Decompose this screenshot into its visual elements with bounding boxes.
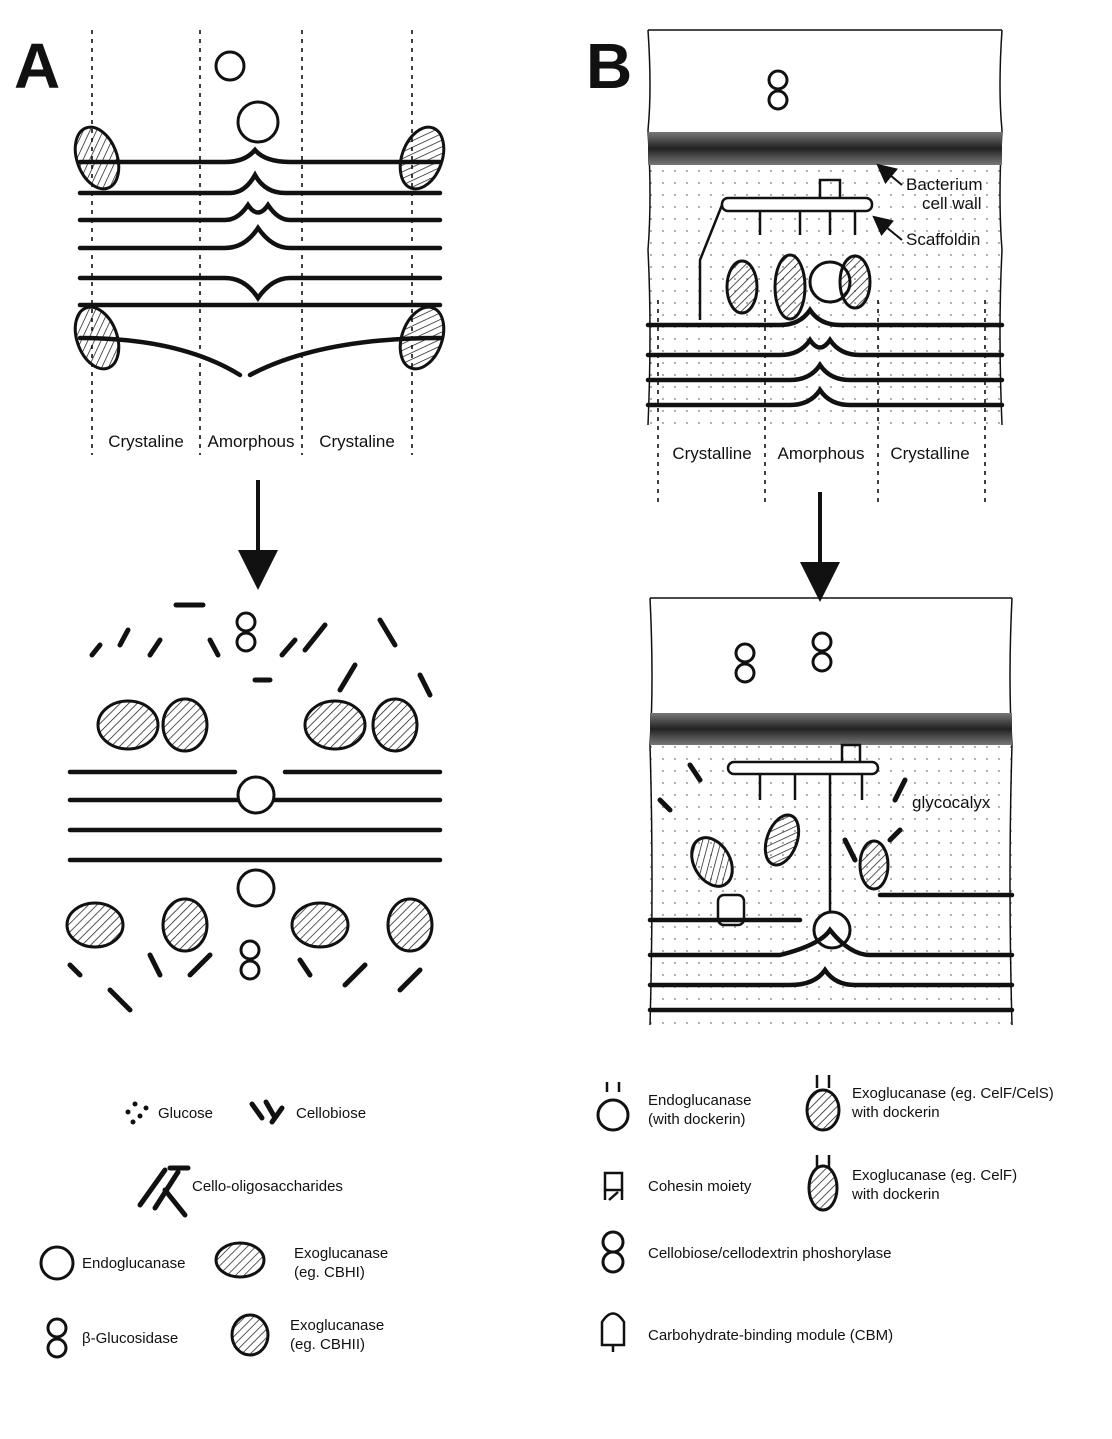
region-label: Crystalline (890, 444, 969, 463)
panel-b-letter: B (586, 30, 632, 102)
exoglucanase-cbhi-icon (216, 1243, 264, 1277)
region-label: Crystaline (108, 432, 184, 451)
exoglucanase-dockerin-icon (860, 841, 888, 889)
panel-a-region-labels: Crystaline Amorphous Crystaline (108, 432, 395, 451)
legend-exo-celf-2: with dockerin (851, 1186, 940, 1203)
legend-phosphorylase: Cellobiose/cellodextrin phoshorylase (648, 1245, 891, 1262)
phosphorylase-icon (769, 71, 787, 89)
exoglucanase-icon (67, 903, 123, 947)
exoglucanase-icon (392, 301, 451, 375)
legend-exo-cbhii-1: Exoglucanase (290, 1317, 384, 1334)
legend-a: Glucose Cellobiose Cello-oligosaccharide… (41, 1102, 388, 1358)
beta-glucosidase-icon (237, 613, 255, 631)
beta-glucosidase-icon (241, 961, 259, 979)
legend-endoglucanase: Endoglucanase (82, 1255, 185, 1272)
beta-glucosidase-icon (241, 941, 259, 959)
legend-exo-cbhi-2: (eg. CBHI) (294, 1264, 365, 1281)
legend-endo-dock-1: Endoglucanase (648, 1092, 751, 1109)
label-cell-wall: cell wall (922, 194, 982, 213)
region-label: Crystalline (672, 444, 751, 463)
phosphorylase-icon (603, 1232, 623, 1272)
legend-beta-glucosidase: β-Glucosidase (82, 1330, 178, 1347)
region-label: Crystaline (319, 432, 395, 451)
panel-b-region-labels: Crystalline Amorphous Crystalline (672, 444, 969, 463)
exoglucanase-icon (163, 899, 207, 951)
beta-glucosidase-icon (48, 1319, 66, 1357)
legend-b: Endoglucanase (with dockerin) Exoglucana… (598, 1075, 1054, 1352)
cello-oligosaccharides-icon (140, 1168, 188, 1215)
exoglucanase-icon (67, 121, 126, 195)
legend-exo-celf-cels-2: with dockerin (851, 1104, 940, 1121)
endoglucanase-icon (238, 870, 274, 906)
phosphorylase-icon (736, 644, 754, 662)
exoglucanase-icon (305, 701, 365, 749)
panel-b-top (648, 30, 1002, 505)
legend-endo-dock-2: (with dockerin) (648, 1111, 746, 1128)
exoglucanase-icon (292, 903, 348, 947)
exoglucanase-icon (392, 121, 451, 195)
phosphorylase-icon (736, 664, 754, 682)
exoglucanase-dockerin-icon (775, 255, 805, 319)
exoglucanase-icon (373, 699, 417, 751)
exoglucanase-dockerin-icon (840, 256, 870, 308)
label-glycocalyx: glycocalyx (912, 793, 991, 812)
label-scaffoldin: Scaffoldin (906, 230, 980, 249)
endoglucanase-icon (238, 777, 274, 813)
phosphorylase-icon (769, 91, 787, 109)
legend-cello-oligosaccharides: Cello-oligosaccharides (192, 1178, 343, 1195)
endoglucanase-icon (238, 102, 278, 142)
glucose-icon (126, 1102, 149, 1125)
exoglucanase-celf-cels-icon (807, 1075, 839, 1130)
beta-glucosidase-icon (237, 633, 255, 651)
phosphorylase-icon (813, 633, 831, 651)
cellobiose-icon (252, 1102, 282, 1122)
legend-exo-cbhii-2: (eg. CBHII) (290, 1336, 365, 1353)
legend-cohesin: Cohesin moiety (648, 1178, 752, 1195)
scaffoldin-bar (728, 762, 878, 774)
region-label: Amorphous (208, 432, 295, 451)
exoglucanase-celf-icon (809, 1155, 837, 1210)
exoglucanase-icon (388, 899, 432, 951)
legend-cellobiose: Cellobiose (296, 1105, 366, 1122)
bacterium-cell-wall (648, 132, 1002, 165)
panel-a-bottom-fiber (67, 605, 440, 1010)
cohesin-icon (605, 1173, 622, 1200)
legend-glucose: Glucose (158, 1105, 213, 1122)
endoglucanase-dockerin-icon (598, 1082, 628, 1130)
exoglucanase-icon (67, 301, 126, 375)
legend-exo-cbhi-1: Exoglucanase (294, 1245, 388, 1262)
panel-a-top-fiber (67, 30, 451, 455)
legend-exo-celf-1: Exoglucanase (eg. CelF) (852, 1167, 1017, 1184)
cbm-icon (602, 1314, 624, 1353)
legend-cbm: Carbohydrate-binding module (CBM) (648, 1327, 893, 1344)
endoglucanase-icon (41, 1247, 73, 1279)
phosphorylase-icon (813, 653, 831, 671)
exoglucanase-icon (163, 699, 207, 751)
exoglucanase-dockerin-icon (727, 261, 757, 313)
region-label: Amorphous (778, 444, 865, 463)
panel-a-letter: A (14, 30, 60, 102)
exoglucanase-icon (98, 701, 158, 749)
bacterium-cell-wall (650, 713, 1012, 745)
label-bacterium: Bacterium (906, 175, 983, 194)
legend-exo-celf-cels-1: Exoglucanase (eg. CelF/CelS) (852, 1085, 1054, 1102)
exoglucanase-cbhii-icon (232, 1315, 268, 1355)
endoglucanase-icon (216, 52, 244, 80)
scaffoldin-bar (722, 198, 872, 211)
